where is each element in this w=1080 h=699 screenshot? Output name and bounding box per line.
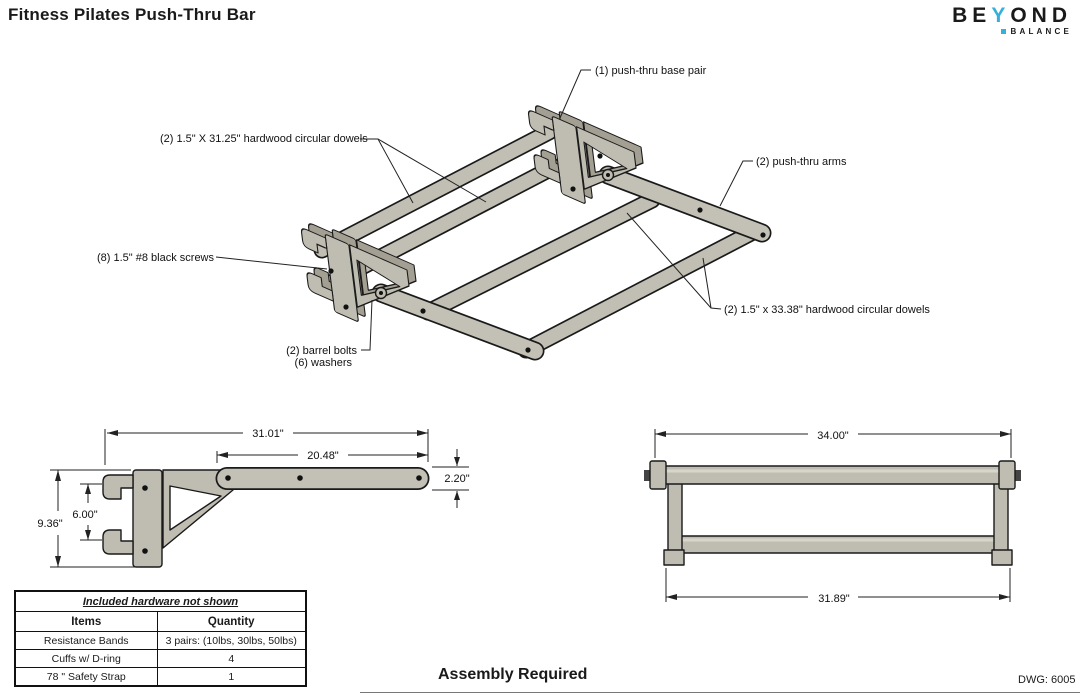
label-screws: (8) 1.5" #8 black screws — [97, 252, 215, 264]
dim-side-overall-height: 9.36" — [37, 518, 62, 530]
iso-assembly-view: (1) push-thru base pair (2) 1.5" X 31.25… — [97, 65, 930, 369]
label-washers: (6) washers — [295, 357, 353, 369]
dim-side-arm-thickness: 2.20" — [444, 473, 469, 485]
label-short-dowels: (2) 1.5" X 31.25" hardwood circular dowe… — [160, 133, 368, 145]
hardware-item: 78 " Safety Strap — [14, 667, 158, 687]
hardware-table: Included hardware not shown Items Quanti… — [14, 590, 307, 687]
hardware-quantity: 4 — [156, 649, 307, 668]
label-base-pair: (1) push-thru base pair — [595, 65, 707, 77]
hardware-quantity: 3 pairs: (10lbs, 30lbs, 50lbs) — [156, 631, 307, 650]
sheet-border-line — [360, 692, 1080, 693]
hardware-table-col-items: Items — [14, 611, 158, 632]
table-row: Cuffs w/ D-ring 4 — [14, 649, 307, 668]
logo-subline: BALANCE — [952, 27, 1072, 36]
logo-dot-icon — [1001, 29, 1007, 34]
table-row: Resistance Bands 3 pairs: (10lbs, 30lbs,… — [14, 631, 307, 650]
label-arms: (2) push-thru arms — [756, 156, 847, 168]
assembly-required-note: Assembly Required — [438, 666, 588, 683]
hardware-table-col-quantity: Quantity — [156, 611, 307, 632]
label-long-dowels: (2) 1.5" x 33.38" hardwood circular dowe… — [724, 304, 930, 316]
side-view: 31.01" 20.48" 2.20" 9.36" — [37, 428, 470, 568]
dim-side-overall-width: 31.01" — [252, 428, 284, 440]
logo-wordmark: BEYOND — [952, 5, 1072, 26]
dim-front-overall-width: 34.00" — [817, 430, 849, 442]
hardware-quantity: 1 — [156, 667, 307, 687]
drawing-number: DWG: 6005 — [1018, 674, 1076, 686]
logo-ond: OND — [1010, 4, 1072, 27]
dim-front-base-width: 31.89" — [818, 593, 850, 605]
dim-side-arm-length: 20.48" — [307, 450, 339, 462]
hardware-table-title: Included hardware not shown — [14, 590, 307, 612]
logo-balance: BALANCE — [1010, 27, 1072, 36]
page-title: Fitness Pilates Push-Thru Bar — [8, 5, 256, 24]
front-view: 34.00" 31.89" — [644, 429, 1021, 605]
hardware-item: Cuffs w/ D-ring — [14, 649, 158, 668]
hardware-item: Resistance Bands — [14, 631, 158, 650]
logo-y-accent: Y — [991, 4, 1011, 27]
beyond-balance-logo: BEYOND BALANCE — [952, 5, 1072, 36]
logo-be: BE — [952, 4, 992, 27]
dim-side-hook-spacing: 6.00" — [72, 509, 97, 521]
table-row: 78 " Safety Strap 1 — [14, 667, 307, 687]
label-barrel-bolts: (2) barrel bolts — [286, 345, 357, 357]
